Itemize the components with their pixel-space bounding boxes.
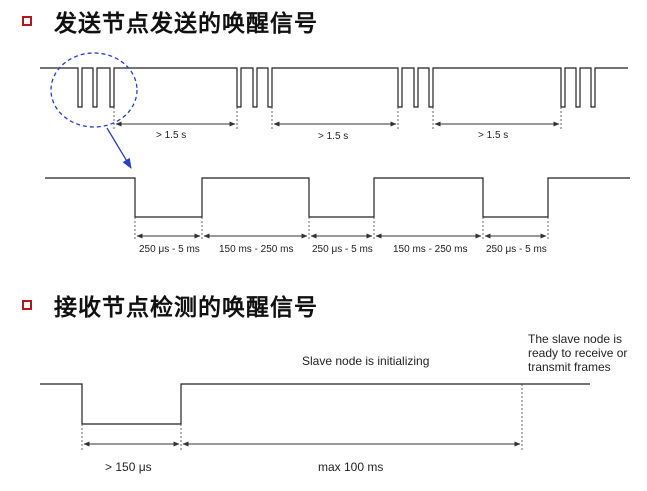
- zoom-arrow: [106, 127, 132, 169]
- receive-waveform: [40, 383, 590, 425]
- pulse-label-4: 150 ms - 250 ms: [393, 244, 467, 255]
- ready-line-2: ready to receive or: [528, 346, 627, 360]
- low-label: > 150 μs: [105, 460, 152, 474]
- pulse-label-1: 250 μs - 5 ms: [139, 244, 200, 255]
- receive-guides: [81, 384, 523, 450]
- pulse-label-3: 250 μs - 5 ms: [312, 244, 373, 255]
- gap-label-1: > 1.5 s: [156, 130, 186, 141]
- square-bullet-icon: [22, 16, 32, 26]
- init-label: max 100 ms: [318, 460, 383, 474]
- section-heading-receive: 接收节点检测的唤醒信号: [22, 288, 318, 322]
- zoom-circle: [50, 52, 138, 128]
- pulse-label-5: 250 μs - 5 ms: [486, 244, 547, 255]
- square-bullet-icon: [22, 300, 32, 310]
- gap-label-3: > 1.5 s: [478, 130, 508, 141]
- ready-line-3: transmit frames: [528, 360, 611, 374]
- burst-waveform: [40, 67, 628, 108]
- heading-receive-text: 接收节点检测的唤醒信号: [54, 295, 318, 321]
- ready-line-1: The slave node is: [528, 332, 622, 346]
- pulse-guides: [134, 217, 549, 240]
- heading-send-text: 发送节点发送的唤醒信号: [54, 11, 318, 37]
- pulse-waveform: [45, 177, 630, 218]
- status-initializing: Slave node is initializing: [302, 354, 429, 368]
- section-heading-send: 发送节点发送的唤醒信号: [22, 4, 318, 38]
- pulse-label-2: 150 ms - 250 ms: [219, 244, 293, 255]
- gap-label-2: > 1.5 s: [318, 131, 348, 142]
- gap-guides: [113, 107, 562, 130]
